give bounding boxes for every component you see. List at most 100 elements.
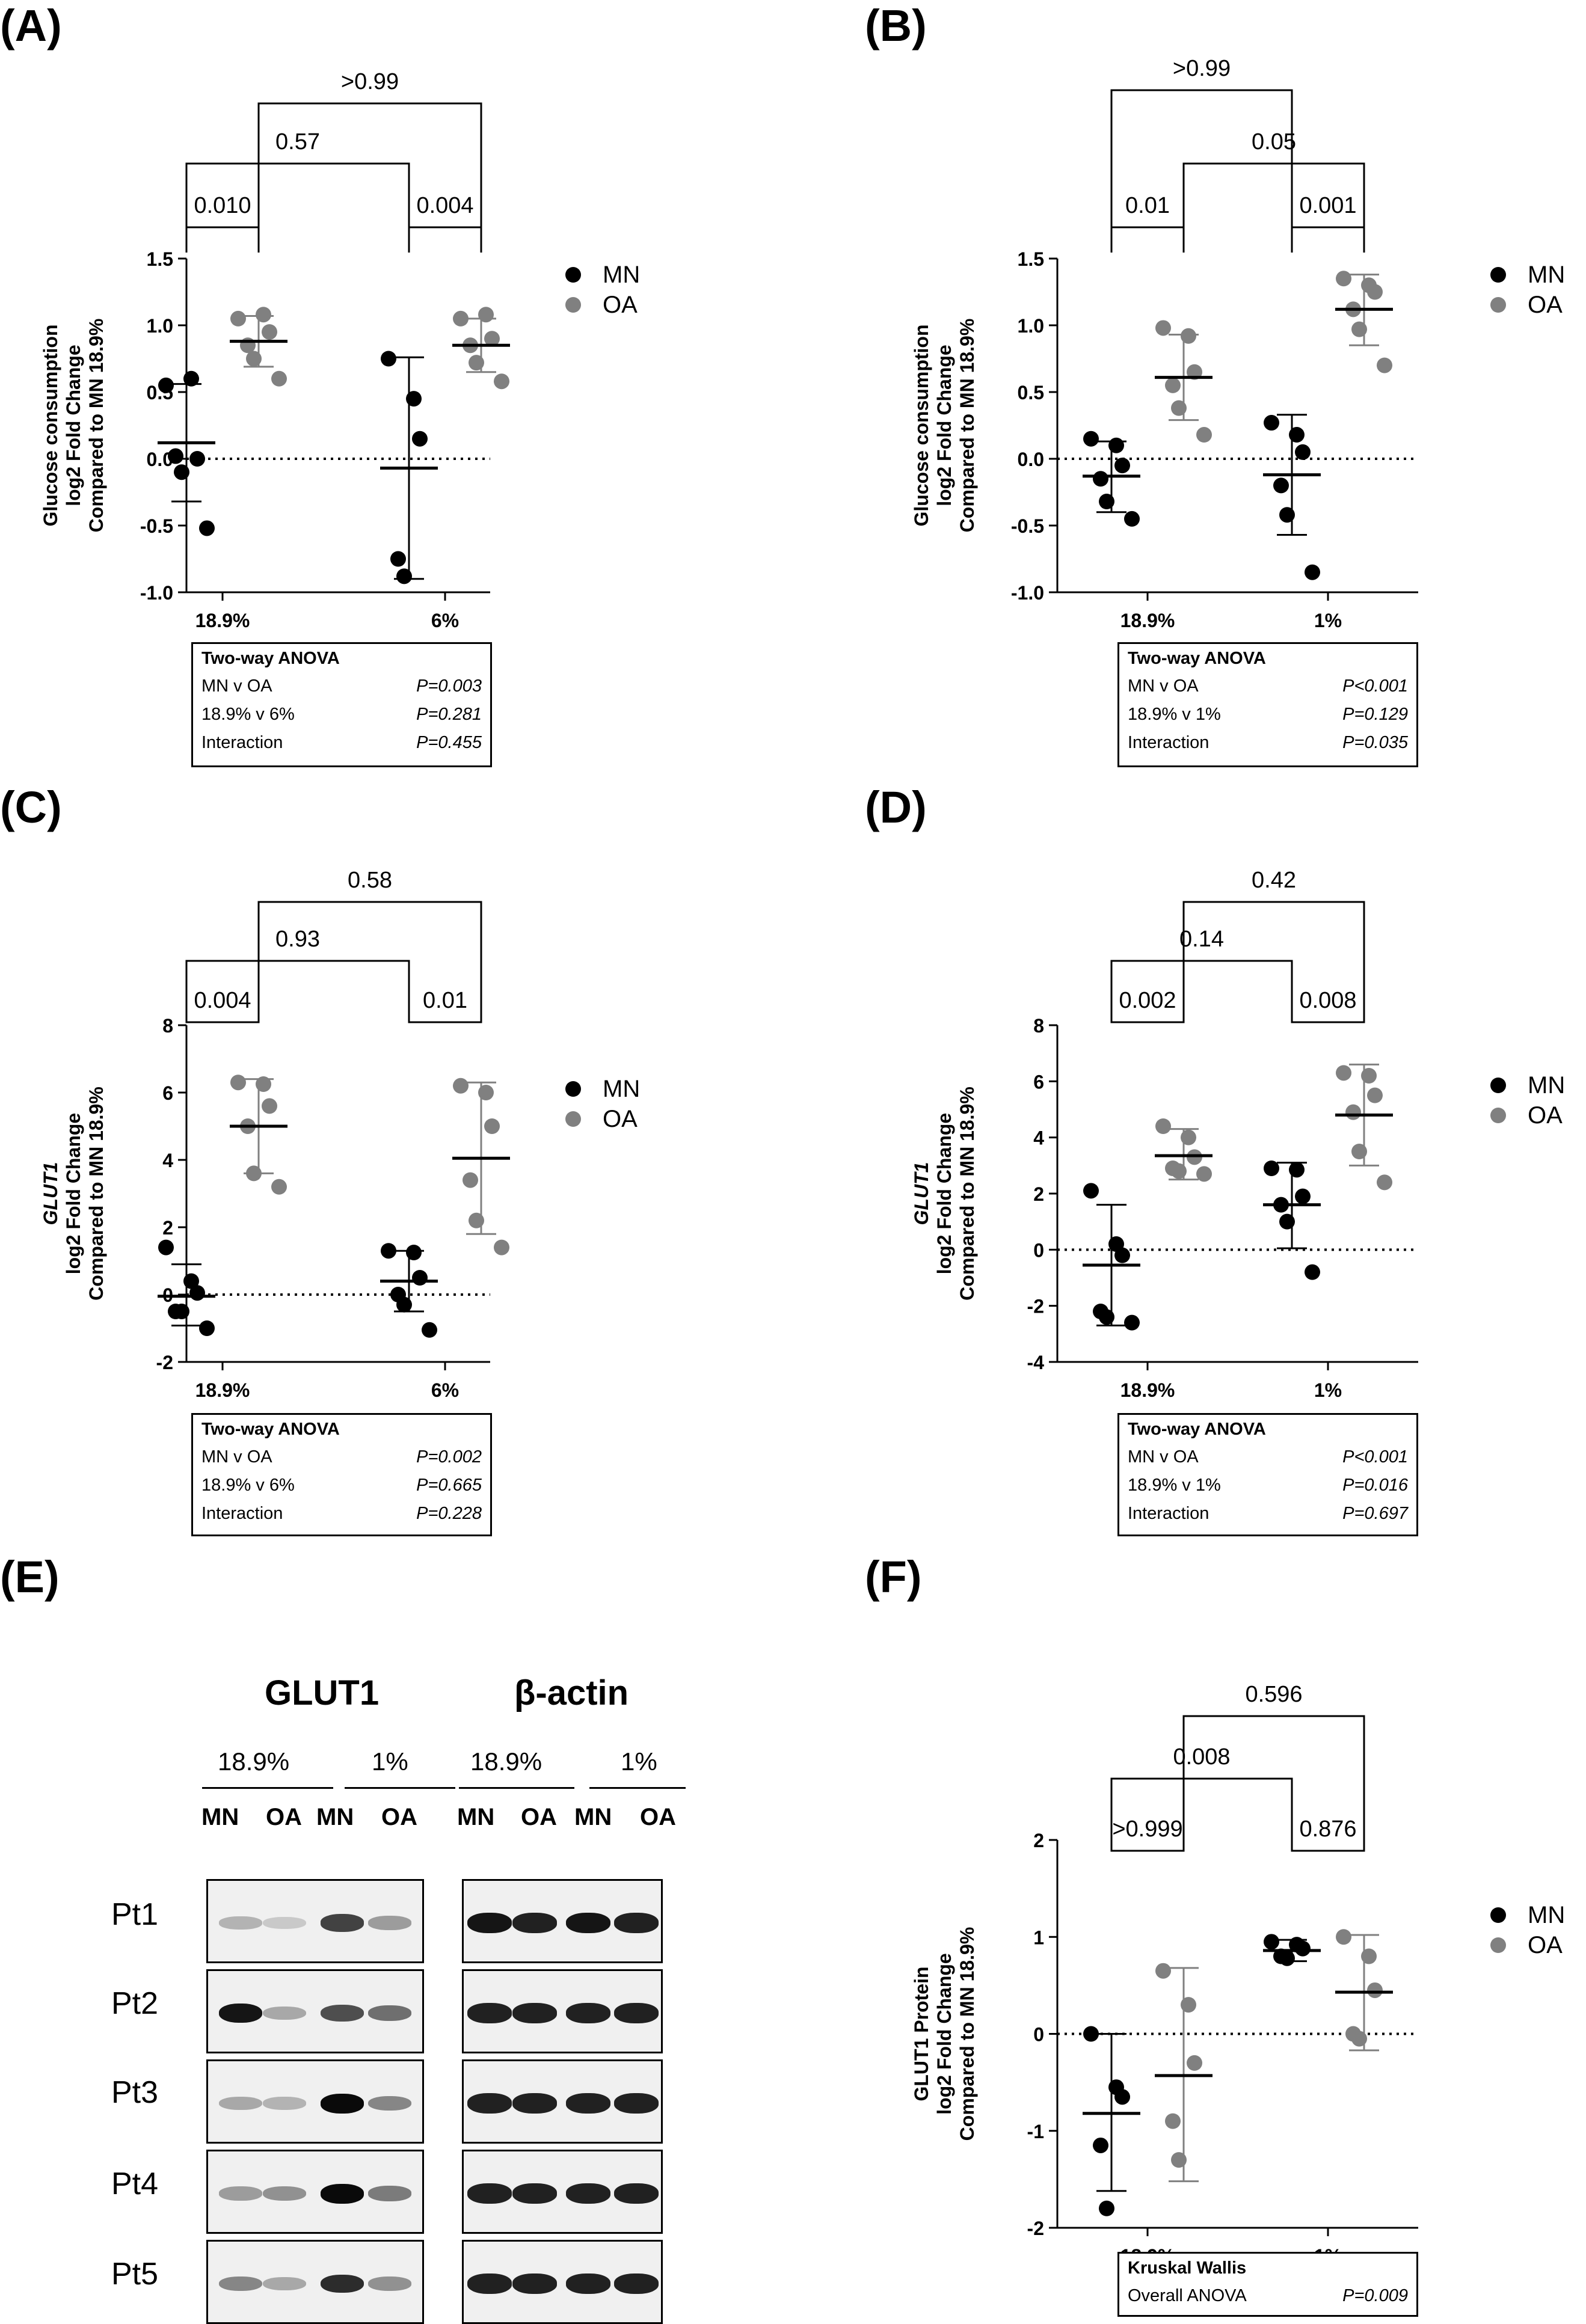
- x-tick-label: 18.9%: [1120, 1379, 1175, 1401]
- stats-row: 18.9% v 6%P=0.665: [201, 1471, 482, 1500]
- data-point: [494, 1239, 509, 1256]
- comparison-bracket: [1110, 89, 1293, 253]
- panel-label-e: (E): [0, 1552, 60, 1602]
- stats-row-label: Interaction: [201, 733, 283, 752]
- comparison-bracket: [185, 162, 410, 253]
- stats-row-p: P<0.001: [1342, 676, 1408, 696]
- y-tick-label: 0: [1033, 1239, 1044, 1261]
- blot-band: [566, 2093, 610, 2114]
- stats-title: Two-way ANOVA: [201, 649, 340, 668]
- blot-band: [566, 2183, 610, 2204]
- condition-underline: [589, 1787, 686, 1789]
- data-point: [271, 1179, 287, 1195]
- x-tick-label: 1%: [1314, 1379, 1342, 1401]
- data-point: [189, 451, 205, 467]
- blot-band: [566, 2273, 610, 2294]
- stats-row-label: MN v OA: [201, 676, 272, 696]
- blot-band: [321, 2093, 364, 2114]
- data-point: [1155, 1118, 1171, 1134]
- y-tick-label: -2: [1027, 2218, 1044, 2239]
- blot-band: [263, 1916, 306, 1930]
- y-axis-label: GLUT1: [911, 1162, 932, 1225]
- stats-row-label: 18.9% v 6%: [201, 705, 295, 724]
- lane-label: OA: [381, 1804, 417, 1830]
- legend-label-mn: MN: [1528, 1901, 1566, 1928]
- data-point: [1305, 1264, 1320, 1280]
- panel-label-c: (C): [0, 782, 62, 832]
- comparison-bracket: [185, 960, 410, 1019]
- data-point: [1093, 2137, 1108, 2153]
- data-point: [1155, 1963, 1171, 1979]
- blot-band: [368, 2005, 411, 2022]
- y-tick-label: -2: [156, 1352, 173, 1373]
- y-axis-label: Compared to MN 18.9%: [956, 319, 978, 533]
- lane-label: OA: [521, 1804, 557, 1830]
- data-point: [1295, 1940, 1311, 1957]
- data-point: [412, 1270, 428, 1286]
- blot-band: [512, 2003, 557, 2023]
- legend-label-oa: OA: [1528, 1102, 1563, 1129]
- y-tick-label: 1: [1033, 1927, 1044, 1948]
- blot-strip-glut1: [206, 1969, 424, 2053]
- legend-c: MN OA: [565, 1074, 640, 1134]
- data-point: [1305, 564, 1320, 580]
- blot-band: [614, 2093, 659, 2114]
- data-point: [1295, 1188, 1311, 1204]
- comparison-p-value: 0.01: [1125, 193, 1170, 218]
- data-point: [230, 310, 246, 327]
- comparison-p-value: 0.876: [1299, 1817, 1356, 1842]
- blot-band: [467, 2183, 512, 2204]
- blot-band: [263, 2276, 306, 2291]
- y-tick-label: 2: [162, 1217, 173, 1239]
- blot-band: [219, 1916, 262, 1930]
- data-point: [381, 351, 396, 367]
- comparison-p-value: 0.004: [194, 988, 251, 1013]
- comparison-p-value: 0.002: [1119, 988, 1176, 1013]
- lane-label: MN: [457, 1804, 495, 1830]
- comparison-bracket: [408, 1019, 482, 1023]
- blot-band: [566, 2003, 610, 2023]
- panel-label-b: (B): [865, 1, 927, 51]
- legend-dot-oa: [1490, 1937, 1506, 1953]
- lane-label: MN: [574, 1804, 612, 1830]
- legend-d: MN OA: [1490, 1070, 1565, 1130]
- stats-row-label: MN v OA: [1128, 676, 1199, 696]
- y-tick-label: -4: [1027, 1352, 1045, 1373]
- comparison-p-value: >0.999: [1112, 1817, 1182, 1842]
- stats-title: Two-way ANOVA: [1128, 1420, 1266, 1439]
- comparison-p-value: 0.42: [1252, 868, 1296, 893]
- comparison-p-value: 0.05: [1252, 129, 1296, 155]
- data-point: [1336, 271, 1351, 287]
- stats-row-label: 18.9% v 1%: [1128, 1476, 1221, 1495]
- blot-strip-actin: [462, 2240, 663, 2324]
- comparison-p-value: 0.004: [416, 193, 473, 218]
- y-tick-label: 4: [1033, 1127, 1044, 1149]
- comparison-bracket: [1110, 1834, 1185, 1852]
- data-point: [262, 1098, 277, 1114]
- data-point: [1336, 1929, 1351, 1945]
- comparison-bracket: [1182, 162, 1365, 253]
- stats-row-p: P=0.281: [416, 705, 482, 724]
- blot-band: [614, 1913, 659, 1933]
- stats-row-p: P<0.001: [1342, 1447, 1408, 1467]
- blot-band: [614, 2183, 659, 2204]
- blot-strip-actin: [462, 1879, 663, 1963]
- stats-row-label: MN v OA: [201, 1447, 272, 1467]
- blot-title-glut1: GLUT1: [265, 1673, 380, 1712]
- data-point: [422, 1322, 437, 1338]
- comparison-p-value: >0.99: [341, 69, 399, 94]
- legend-label-oa: OA: [1528, 291, 1563, 318]
- stats-row-label: Interaction: [1128, 1504, 1209, 1523]
- data-point: [1155, 320, 1171, 336]
- panel-label-d: (D): [865, 782, 927, 832]
- patient-label: Pt3: [111, 2075, 159, 2110]
- stats-row-label: Overall ANOVA: [1128, 2286, 1247, 2305]
- condition-underline: [202, 1787, 333, 1789]
- x-tick-label: 18.9%: [1120, 610, 1175, 631]
